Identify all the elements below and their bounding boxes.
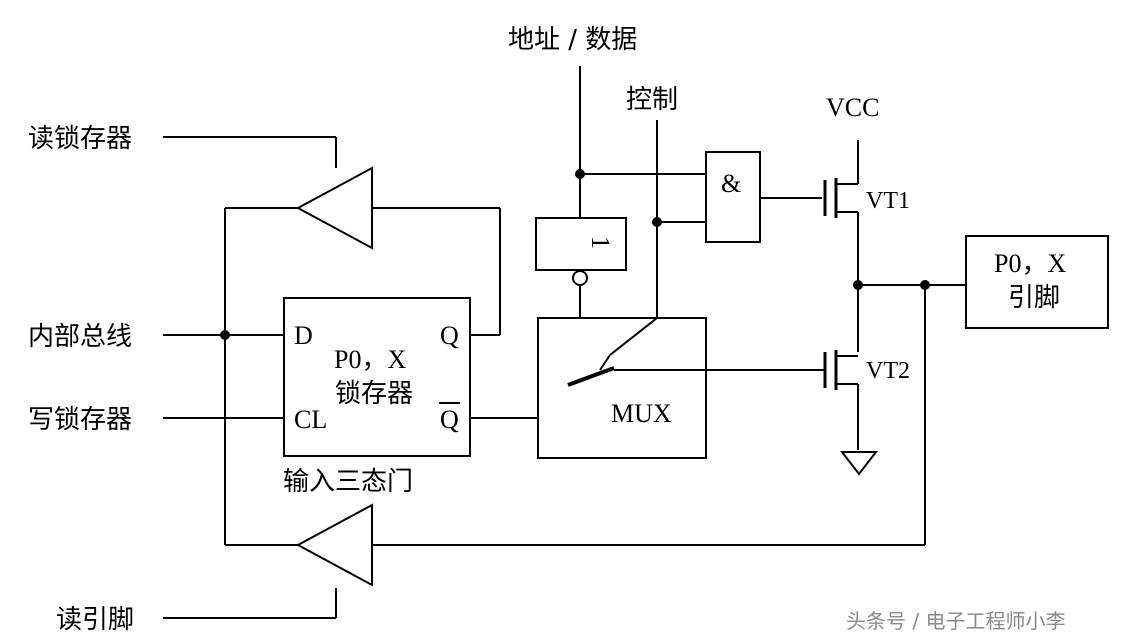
- addr-data-label: 地址 / 数据: [508, 25, 637, 55]
- left-wires: [163, 136, 337, 619]
- mux-label: MUX: [611, 399, 672, 428]
- p0-pin-box: [965, 235, 1109, 329]
- vt1-label: VT1: [866, 188, 910, 214]
- latch-q-pin: Q: [440, 321, 459, 350]
- and-gate-symbol: &: [721, 169, 741, 198]
- input-tristate-label: 输入三态门: [283, 467, 413, 497]
- latch-qbar-pin: Q: [440, 405, 459, 434]
- ground-icon: [839, 451, 879, 476]
- pin-box-line1: P0，X: [994, 249, 1066, 278]
- control-label: 控制: [626, 85, 678, 115]
- vt2-transistor: [823, 350, 859, 450]
- pin-box-line2: 引脚: [1008, 283, 1060, 313]
- read-pin-label: 读引脚: [56, 605, 134, 635]
- latch-title-line1: P0，X: [334, 345, 406, 374]
- inverter-bubble: [572, 270, 588, 286]
- read-pin-buffer: [295, 503, 373, 587]
- p0-latch-box: [283, 297, 471, 457]
- read-latch-label: 读锁存器: [28, 124, 132, 154]
- inverter-box: [535, 217, 627, 271]
- and-gate: [705, 151, 761, 243]
- mux-box: [537, 317, 707, 459]
- watermark: 头条号 / 电子工程师小李: [846, 609, 1065, 633]
- read-latch-buffer: [295, 166, 373, 250]
- latch-d-pin: D: [294, 321, 313, 350]
- junction-dots: [220, 169, 930, 340]
- latch-cl-pin: CL: [294, 405, 327, 434]
- vt1-transistor: [823, 140, 859, 352]
- latch-title-line2: 锁存器: [335, 379, 413, 409]
- vcc-label: VCC: [826, 93, 879, 122]
- vt2-label: VT2: [866, 358, 910, 384]
- mux-switch-blade: [567, 366, 615, 387]
- internal-bus-label: 内部总线: [28, 322, 132, 352]
- write-latch-label: 写锁存器: [28, 405, 132, 435]
- inverter-symbol: 1: [586, 236, 615, 249]
